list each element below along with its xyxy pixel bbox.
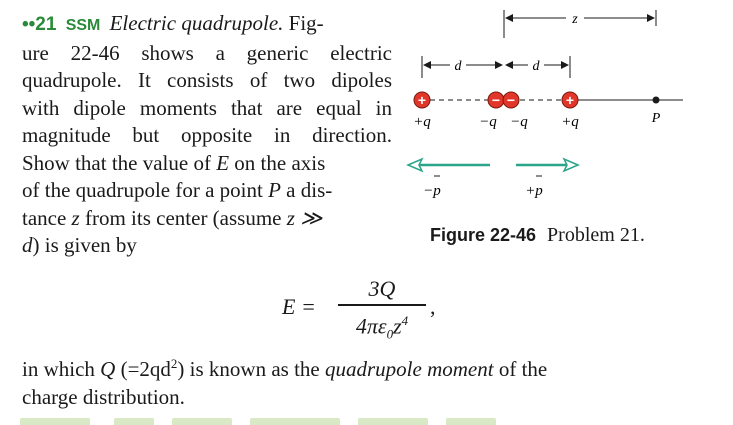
- label-P: P: [651, 111, 661, 126]
- point-P: [652, 96, 660, 104]
- problem-line-3: with dipole moments that are equal in: [22, 95, 392, 120]
- next-problem-cut-off: [20, 414, 720, 425]
- label-plus-q-left: +q: [413, 114, 431, 130]
- label-dipole-left: −p: [423, 183, 441, 199]
- charge-plus-left-sign: +: [418, 92, 426, 108]
- equation-fraction: 3Q 4πε0z4: [338, 276, 426, 347]
- fraction-bar: [338, 304, 426, 306]
- problem-line-8: d) is given by: [22, 233, 137, 257]
- charge-minus-1-sign: −: [492, 92, 500, 108]
- equation-denominator: 4πε0z4: [355, 312, 409, 342]
- label-d-left: d: [455, 59, 463, 74]
- after-text: in which Q (=2qd2) is known as the quadr…: [22, 356, 548, 409]
- title-tail: Fig-: [288, 11, 324, 35]
- var-E: E: [216, 150, 230, 175]
- var-d: d: [22, 233, 33, 257]
- label-dipole-right: +p: [525, 183, 543, 199]
- charge-minus-2: [502, 91, 520, 109]
- charge-minus-2-sign: −: [507, 92, 515, 108]
- figure-caption: Figure 22-46 Problem 21.: [430, 224, 645, 247]
- problem-line-7: tance z from its center (assume z ≫: [22, 205, 323, 230]
- problem-number: ••21: [22, 14, 57, 35]
- problem-line-1: ure 22-46 shows a generic electric: [22, 40, 392, 65]
- figure-label: Figure 22-46: [430, 225, 537, 245]
- problem-line-6: of the quadrupole for a point P a dis-: [22, 178, 333, 202]
- problem-line-2: quadrupole. It consists of two dipoles: [22, 68, 392, 92]
- dipole-left-head: [406, 157, 424, 173]
- quadrupole-def: (=2qd2): [120, 356, 185, 381]
- label-d-right: d: [533, 59, 541, 74]
- equation-comma: ,: [430, 294, 436, 319]
- condition: z ≫: [286, 205, 323, 230]
- problem-line-4: magnitude but opposite in direction.: [22, 123, 392, 147]
- equation-numerator: 3Q: [368, 276, 396, 301]
- charge-plus-right-sign: +: [566, 92, 574, 108]
- ssm-badge: SSM: [65, 17, 101, 34]
- var-z: z: [71, 205, 80, 230]
- problem-line-5: Show that the value of E on the axis: [22, 150, 326, 175]
- label-minus-q-1: −q: [479, 114, 497, 130]
- problem-title: Electric quadrupole.: [109, 11, 284, 35]
- quadrupole-moment-term: quadrupole moment: [325, 357, 494, 381]
- label-z: z: [571, 12, 578, 27]
- var-P: P: [268, 178, 281, 202]
- problem-header-line: ••21 SSM Electric quadrupole. Fig-: [22, 10, 392, 40]
- problem-text: ••21 SSM Electric quadrupole. Fig- ure 2…: [22, 10, 392, 260]
- caption-text: Problem 21.: [547, 224, 645, 246]
- var-Q: Q: [100, 357, 116, 381]
- charge-plus-left: [413, 91, 431, 109]
- quadrupole-figure: z d d P + − − + +q −q −q +q −p +p: [406, 10, 683, 199]
- charge-plus-right: [561, 91, 579, 109]
- label-minus-q-2: −q: [510, 114, 528, 130]
- equation-lhs: E =: [282, 294, 316, 319]
- label-plus-q-right: +q: [561, 114, 579, 130]
- dipole-right-head: [562, 157, 580, 173]
